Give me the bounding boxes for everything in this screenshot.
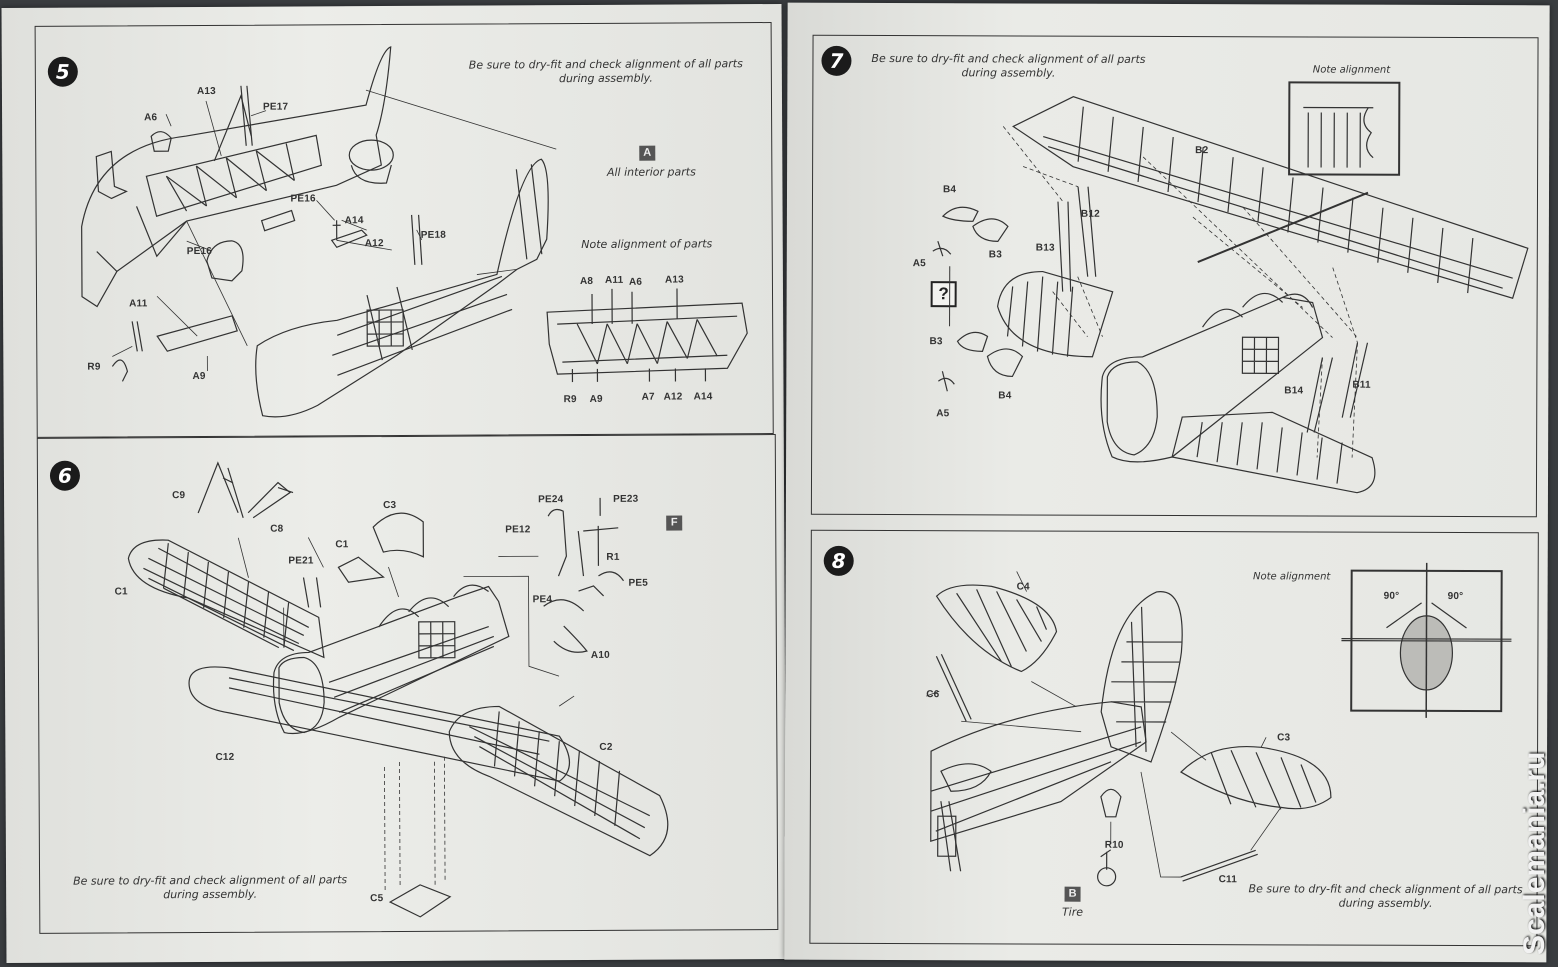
part-label: C9 bbox=[172, 490, 186, 502]
part-label: B14 bbox=[1284, 385, 1304, 397]
part-label: B4 bbox=[943, 184, 957, 196]
part-label: C1 bbox=[335, 539, 349, 551]
part-label: PE23 bbox=[613, 493, 639, 505]
detail-label: A9 bbox=[589, 393, 603, 405]
part-label: C3 bbox=[1277, 732, 1291, 744]
part-label: C4 bbox=[1016, 581, 1030, 593]
detail-label: A13 bbox=[664, 274, 684, 286]
part-label: A9 bbox=[192, 370, 206, 383]
step-8-drawing bbox=[926, 562, 1512, 887]
part-label: R9 bbox=[87, 361, 101, 373]
part-label: C8 bbox=[270, 523, 284, 535]
part-label: B11 bbox=[1352, 379, 1371, 391]
part-label: C2 bbox=[599, 741, 613, 753]
part-label: B4 bbox=[998, 390, 1012, 402]
part-label: C1 bbox=[114, 586, 128, 598]
step-6-drawing bbox=[127, 461, 669, 918]
part-label: A13 bbox=[196, 85, 216, 98]
part-label: PE24 bbox=[538, 494, 564, 506]
part-label: R1 bbox=[606, 551, 620, 563]
part-label: C3 bbox=[383, 499, 397, 512]
part-label: PE5 bbox=[628, 577, 649, 589]
part-label: B3 bbox=[929, 336, 943, 348]
part-label: A5 bbox=[912, 258, 926, 270]
part-label: PE16 bbox=[186, 245, 213, 258]
detail-label: A8 bbox=[579, 275, 594, 288]
part-label: PE17 bbox=[262, 101, 289, 113]
part-label: C11 bbox=[1218, 874, 1238, 886]
detail-label: A6 bbox=[628, 276, 643, 288]
step-7-drawing bbox=[932, 81, 1529, 494]
step-8-panel: 8 Note alignment Be sure to dry-fit and … bbox=[809, 529, 1539, 947]
part-label: C12 bbox=[215, 751, 235, 763]
part-label: PE12 bbox=[505, 524, 531, 536]
right-page: 7 Be sure to dry-fit and check alignment… bbox=[784, 2, 1550, 963]
part-label: A14 bbox=[344, 215, 364, 227]
part-label: R10 bbox=[1104, 839, 1124, 851]
detail-label: A12 bbox=[663, 391, 683, 403]
part-label: A6 bbox=[144, 112, 158, 124]
watermark: Scalemania.ru bbox=[1518, 751, 1551, 955]
left-page: 5 Be sure to dry-fit and check alignment… bbox=[1, 3, 787, 964]
part-label: B2 bbox=[1195, 145, 1209, 157]
part-label: C5 bbox=[370, 893, 384, 905]
step-7-panel: 7 Be sure to dry-fit and check alignment… bbox=[810, 34, 1539, 518]
detail-label: A11 bbox=[604, 274, 624, 286]
step-5-drawing bbox=[81, 46, 748, 418]
part-label: C6 bbox=[926, 689, 940, 701]
part-label: PE18 bbox=[420, 229, 446, 241]
detail-label: A14 bbox=[693, 391, 713, 403]
part-label: PE16 bbox=[290, 193, 316, 205]
part-label: PE21 bbox=[288, 555, 314, 567]
part-label: A11 bbox=[129, 298, 148, 310]
part-label: A10 bbox=[590, 649, 610, 661]
part-label: A12 bbox=[364, 238, 384, 250]
step-5-panel: 5 Be sure to dry-fit and check alignment… bbox=[34, 22, 774, 438]
step-6-panel: 6 F Be sure to dry-fit and check alignme… bbox=[36, 434, 779, 934]
part-label: B12 bbox=[1080, 208, 1100, 220]
detail-label: A7 bbox=[641, 391, 655, 403]
part-label: PE4 bbox=[532, 594, 553, 606]
part-label: B13 bbox=[1035, 242, 1055, 254]
part-label: A5 bbox=[936, 408, 950, 420]
part-label: B3 bbox=[988, 249, 1003, 261]
detail-label: R9 bbox=[563, 394, 577, 406]
